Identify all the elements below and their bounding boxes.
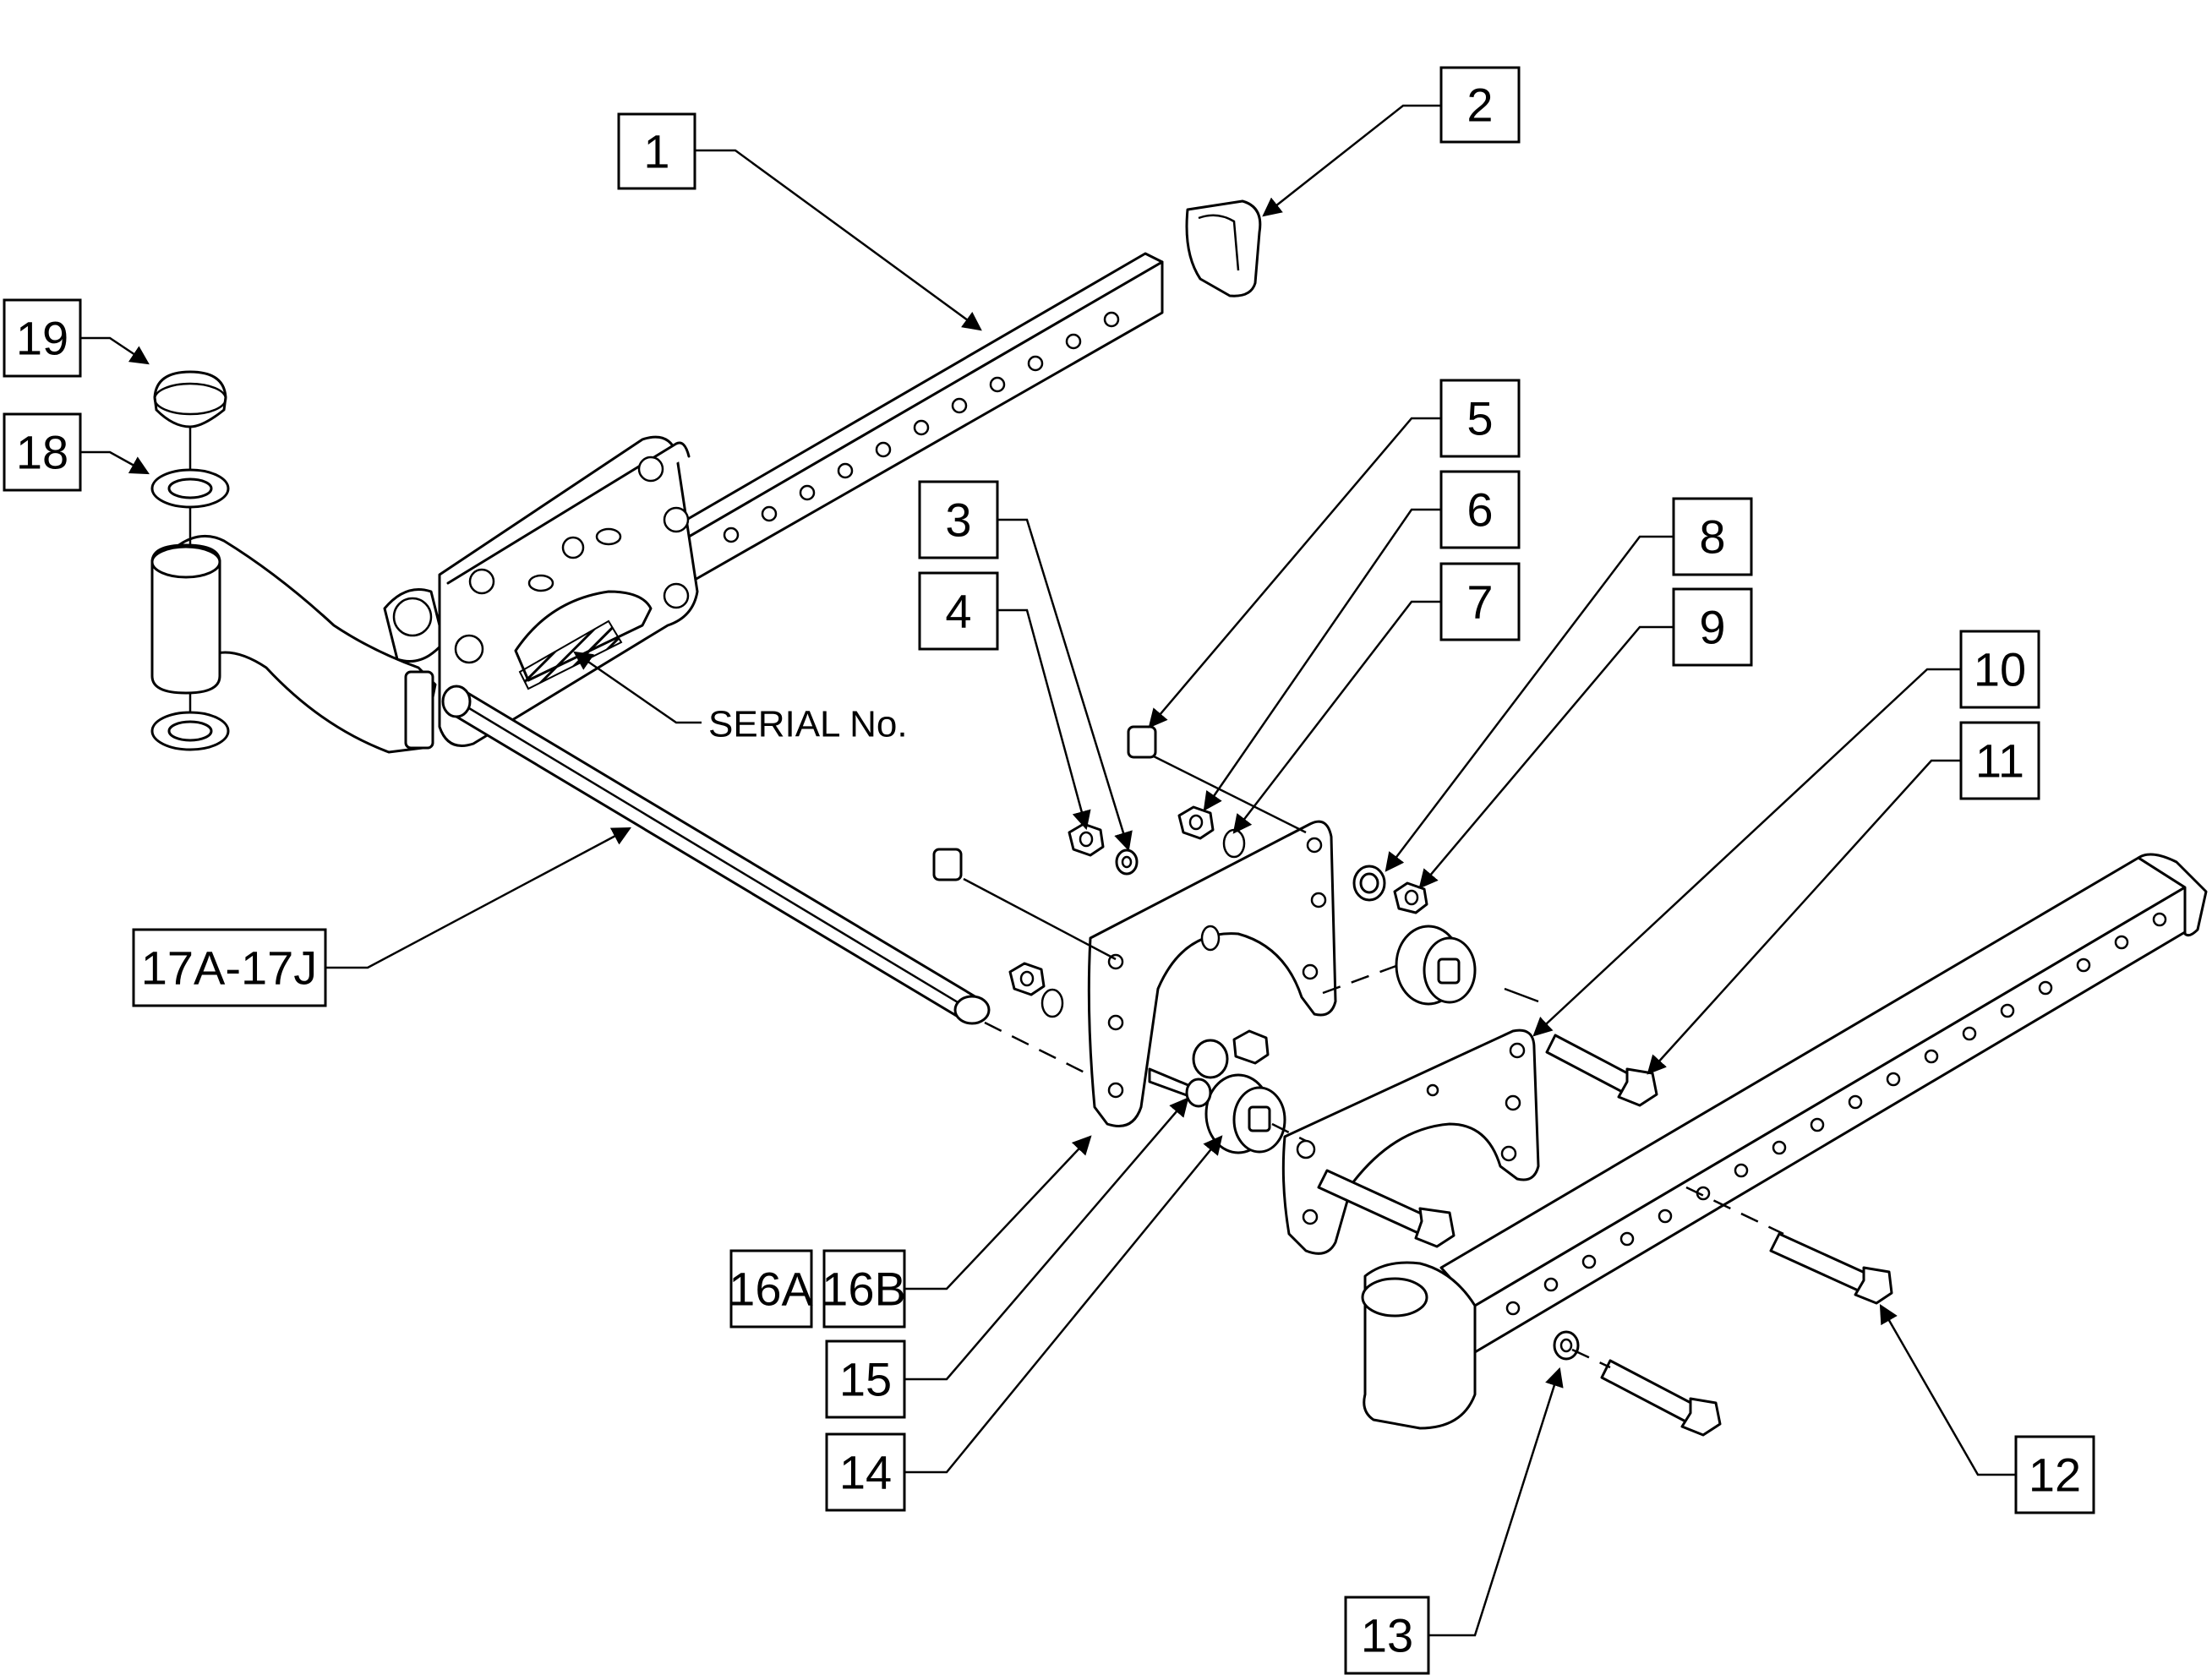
- label-13: 13: [1344, 1596, 1430, 1675]
- lower-frame-tube: [1361, 853, 2208, 1430]
- bolt-13: [1600, 1359, 1722, 1437]
- label-15-text: 15: [839, 1353, 892, 1406]
- label-9: 9: [1672, 587, 1753, 667]
- nut-6: [1177, 805, 1215, 840]
- label-17: 17A-17J: [132, 928, 327, 1007]
- tube-holes: [723, 311, 1120, 543]
- label-19-text: 19: [16, 312, 68, 365]
- spacer-15: [1148, 1067, 1212, 1108]
- serial-number-label: SERIAL No.: [708, 704, 908, 745]
- label-4: 4: [918, 571, 999, 651]
- washer-13: [1553, 1330, 1580, 1361]
- label-10: 10: [1959, 630, 2040, 709]
- label-5-text: 5: [1466, 392, 1493, 445]
- label-12-text: 12: [2029, 1449, 2081, 1502]
- caster-fork-assembly: [172, 435, 699, 754]
- bolt-5: [1127, 725, 1157, 759]
- upper-frame-tube: [670, 252, 1164, 585]
- tube-end-cap: [1185, 199, 1262, 297]
- label-11-text: 11: [1975, 734, 2024, 788]
- caster-cap: [153, 370, 227, 428]
- label-8: 8: [1672, 497, 1753, 576]
- label-14: 14: [825, 1432, 906, 1512]
- bearing-bottom: [150, 711, 230, 751]
- label-11: 11: [1959, 721, 2040, 800]
- bolt-11: [1545, 1034, 1658, 1107]
- label-12: 12: [2014, 1435, 2095, 1514]
- label-16b-text: 16B: [822, 1263, 906, 1316]
- label-13-text: 13: [1361, 1609, 1413, 1662]
- lower-tube-holes: [1505, 912, 2167, 1316]
- leader-lines: [80, 104, 2016, 1637]
- label-16a-text: 16A: [729, 1263, 813, 1316]
- label-3-text: 3: [945, 494, 971, 547]
- label-10-text: 10: [1974, 643, 2026, 696]
- label-9-text: 9: [1699, 601, 1725, 654]
- label-18: 18: [3, 412, 82, 492]
- label-3: 3: [918, 480, 999, 559]
- bearing-top: [150, 468, 230, 509]
- nut-front: [1008, 962, 1046, 996]
- washer-7: [1222, 828, 1246, 859]
- roller-clamp-rear: [1395, 925, 1477, 1006]
- bolt-5-front: [932, 848, 963, 881]
- label-2: 2: [1439, 66, 1521, 144]
- label-7-text: 7: [1466, 576, 1493, 629]
- label-4-text: 4: [945, 585, 971, 638]
- label-17-text: 17A-17J: [141, 941, 318, 995]
- label-6-text: 6: [1466, 483, 1493, 537]
- spacer-center: [1192, 1029, 1270, 1079]
- label-16a: 16A: [729, 1249, 813, 1329]
- label-1-text: 1: [643, 125, 669, 178]
- label-18-text: 18: [16, 426, 68, 479]
- label-19: 19: [3, 298, 82, 378]
- label-15: 15: [825, 1339, 906, 1419]
- label-5: 5: [1439, 379, 1521, 458]
- label-8-text: 8: [1699, 510, 1725, 564]
- bolt-mid: [1317, 1169, 1456, 1248]
- nut-4: [1068, 822, 1105, 857]
- label-7: 7: [1439, 562, 1521, 641]
- label-1: 1: [617, 112, 696, 190]
- bolt-12: [1769, 1232, 1893, 1305]
- label-16b: 16B: [822, 1249, 906, 1329]
- alignment-lines: [963, 755, 1784, 1369]
- center-mount-plate: [1087, 820, 1337, 1127]
- roller-clamp-front: [1204, 1073, 1286, 1154]
- washer-front: [1040, 988, 1064, 1018]
- caster-housing: [150, 543, 221, 695]
- axle-tube: [441, 685, 991, 1025]
- washer-3: [1115, 848, 1139, 876]
- spacer-8: [1352, 865, 1386, 902]
- label-6: 6: [1439, 470, 1521, 549]
- label-2-text: 2: [1466, 79, 1493, 132]
- label-14-text: 14: [839, 1446, 892, 1499]
- nut-9: [1393, 881, 1428, 914]
